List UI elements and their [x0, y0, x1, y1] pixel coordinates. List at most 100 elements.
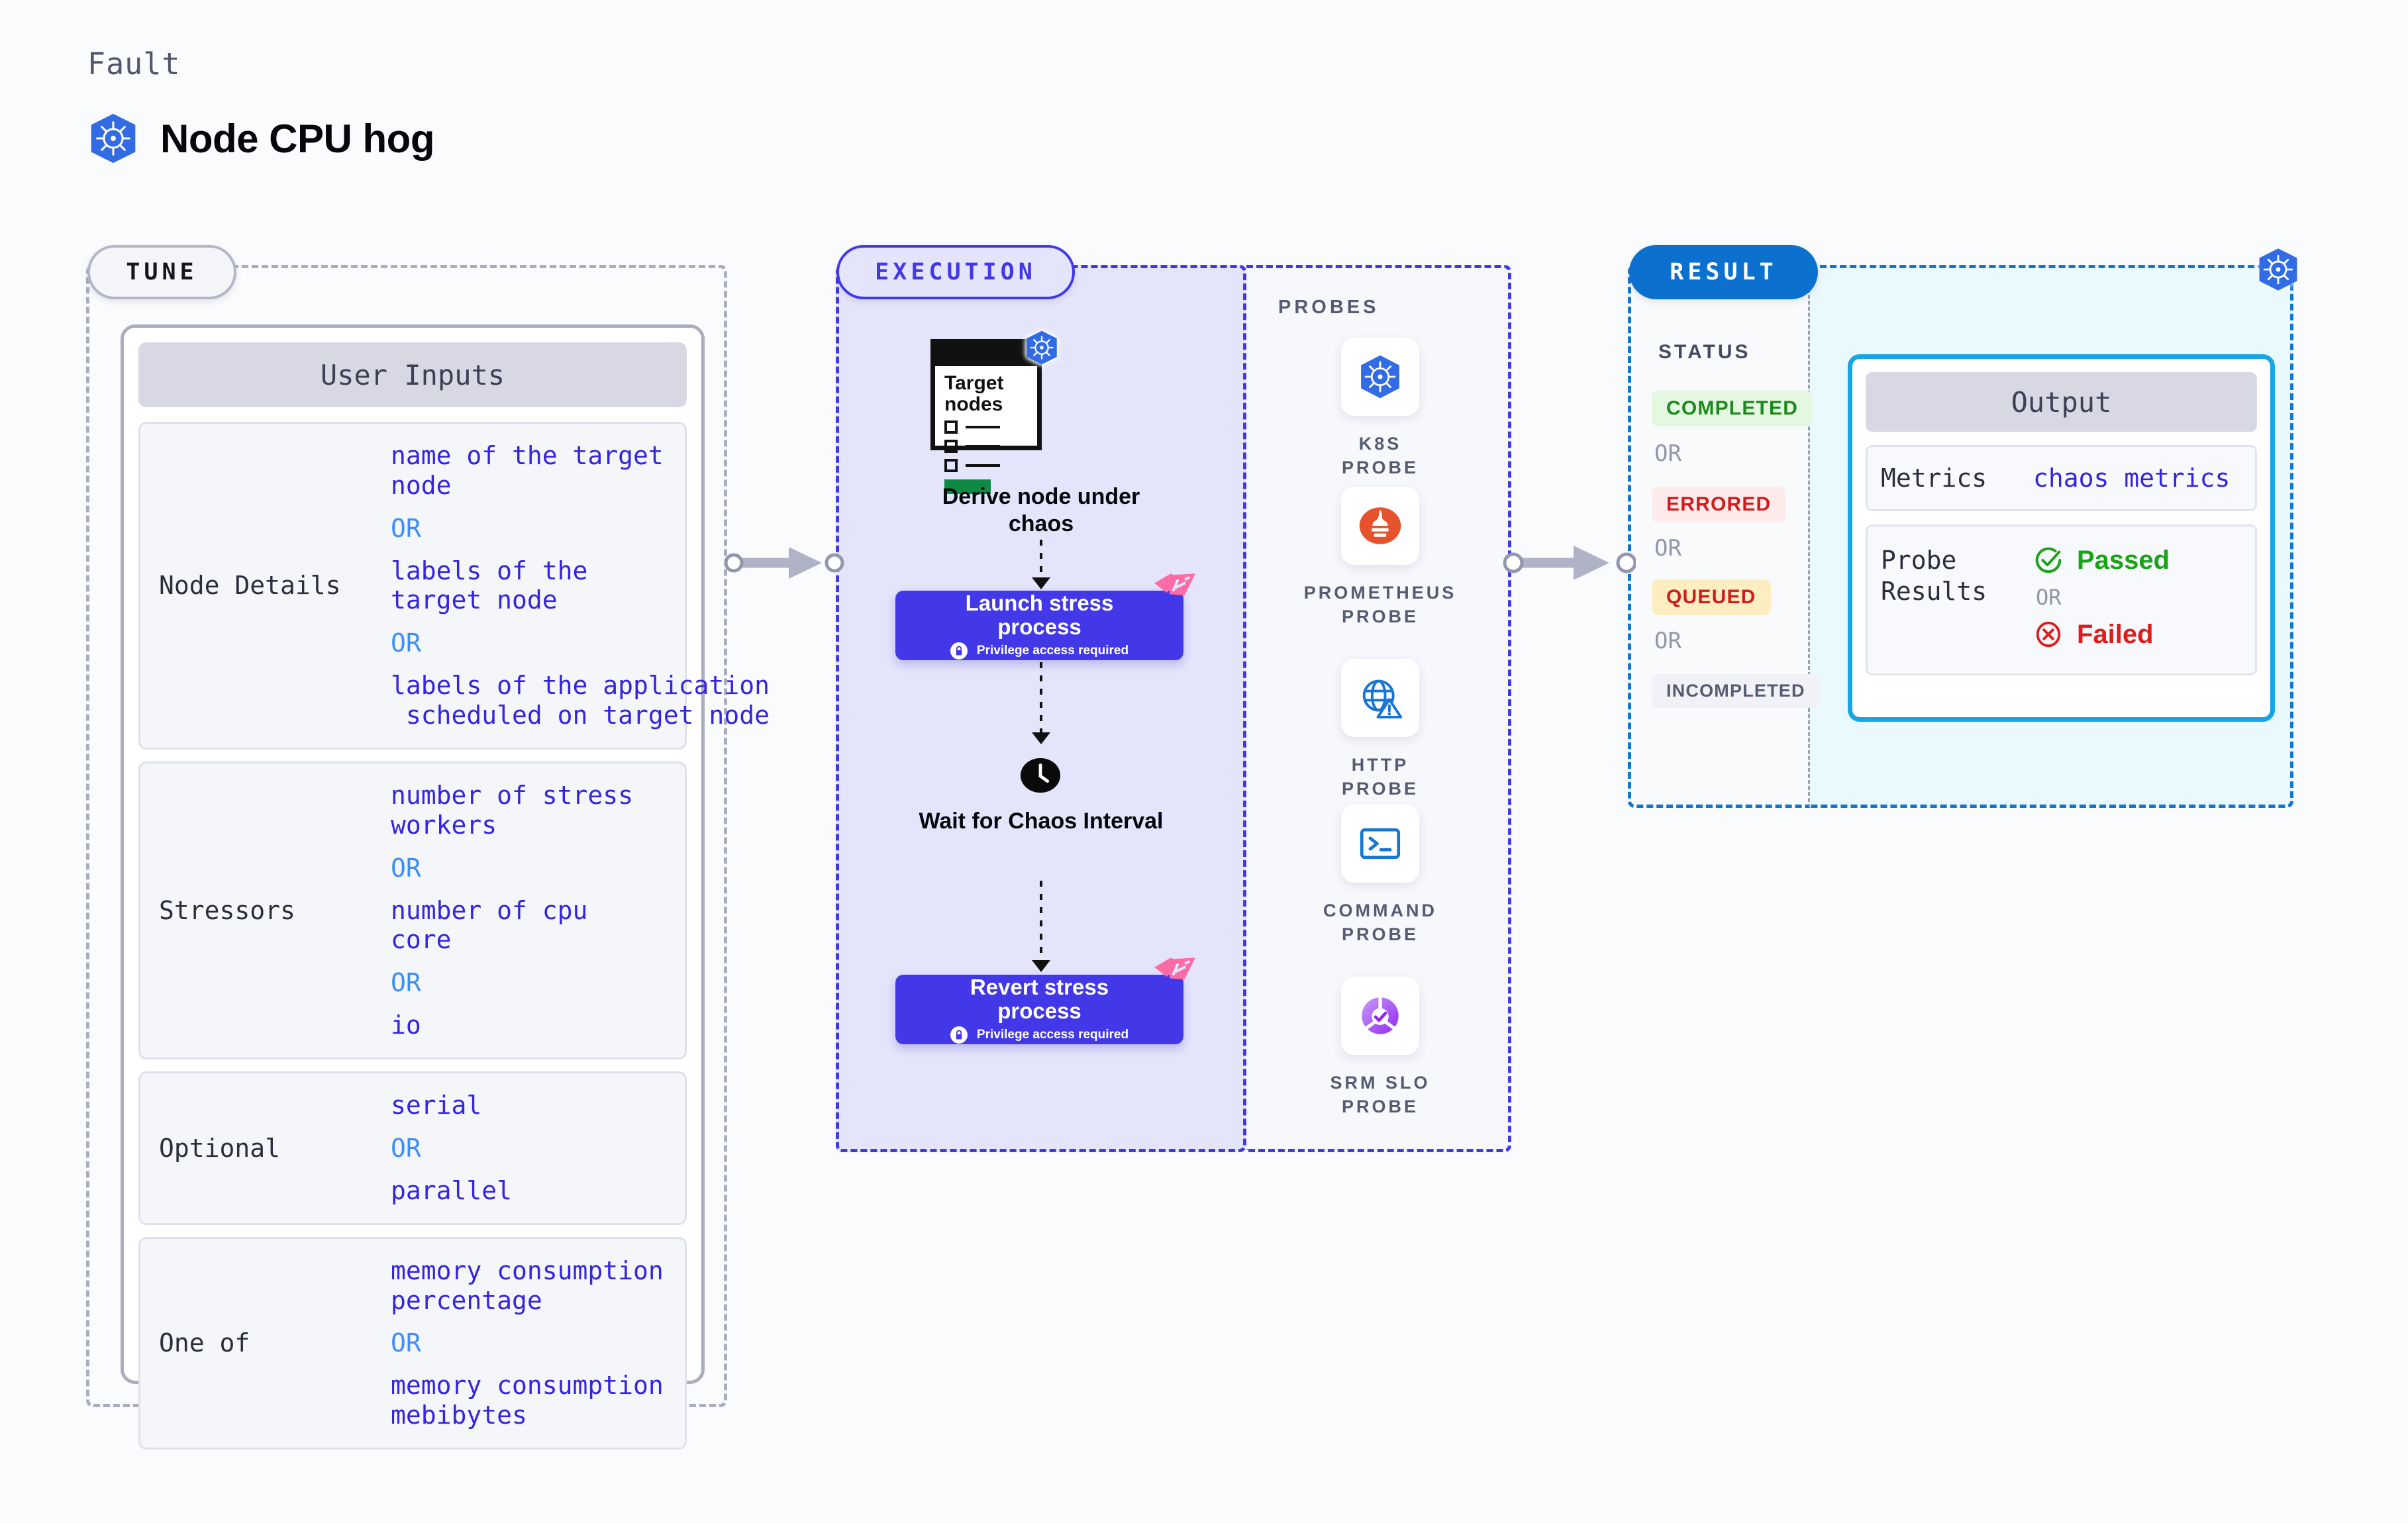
- flow-connector-line: [1040, 662, 1042, 735]
- probe-result-passed-label: Passed: [2077, 545, 2170, 575]
- asset-checklist-item: [944, 459, 1037, 472]
- or-separator: OR: [391, 853, 421, 883]
- execution-badge: EXECUTION: [836, 245, 1075, 299]
- checkbox-icon: [944, 420, 958, 434]
- status-heading: STATUS: [1658, 341, 1751, 363]
- connector-execution-to-result: [1503, 546, 1636, 580]
- kubernetes-icon: [1027, 330, 1057, 365]
- probe-label: HTTP PROBE: [1341, 755, 1419, 799]
- input-value: number of stress workers: [391, 780, 634, 840]
- output-row-label: Metrics: [1881, 464, 1987, 493]
- tune-badge: TUNE: [87, 245, 236, 299]
- input-row-values: memory consumption percentage OR memory …: [391, 1256, 664, 1430]
- input-row-stressors: Stressors number of stress workers OR nu…: [138, 761, 687, 1060]
- output-metrics-value: chaos metrics: [2033, 464, 2231, 493]
- probe-result-failed: Failed: [2033, 619, 2170, 650]
- checkbox-icon: [944, 440, 958, 453]
- privilege-note-text: Privilege access required: [976, 644, 1129, 658]
- probe-label: PROMETHEUS PROBE: [1303, 583, 1457, 627]
- probe-item-k8s[interactable]: K8S PROBE: [1318, 338, 1442, 480]
- or-separator: OR: [391, 513, 421, 543]
- step-title: Launch stress process: [965, 590, 1114, 639]
- target-nodes-asset: Target nodes: [930, 339, 1042, 494]
- check-circle-icon: [2035, 548, 2062, 573]
- output-row-label: Probe Results: [1881, 546, 1987, 606]
- step-privilege-note: Privilege access required: [950, 1026, 1129, 1044]
- kubernetes-icon: [91, 113, 136, 164]
- input-value: parallel: [391, 1175, 513, 1205]
- probe-tile: [1341, 659, 1419, 737]
- asset-heading: Target nodes: [944, 372, 1004, 415]
- probe-tile: [1341, 338, 1419, 416]
- probe-item-http[interactable]: HTTP PROBE: [1318, 659, 1442, 801]
- or-separator: OR: [2036, 585, 2062, 611]
- status-badge-errored: ERRORED: [1652, 487, 1786, 522]
- output-card: Output Metrics chaos metrics Probe Resul…: [1848, 354, 2275, 722]
- placeholder-line: [966, 426, 1000, 428]
- probe-item-command[interactable]: COMMAND PROBE: [1318, 805, 1442, 947]
- or-separator: OR: [391, 1133, 421, 1163]
- page-eyebrow: Fault: [87, 46, 181, 81]
- harness-logo-icon: [1154, 573, 1195, 596]
- input-row-values: number of stress workers OR number of cp…: [391, 781, 633, 1040]
- or-separator: OR: [391, 1328, 421, 1358]
- flow-connector-line: [1040, 881, 1042, 963]
- placeholder-line: [966, 464, 1000, 467]
- status-badge-incompleted: INCOMPLETED: [1652, 674, 1820, 708]
- result-badge: RESULT: [1629, 245, 1818, 299]
- flow-connector-line: [1040, 540, 1042, 581]
- input-row-one-of: One of memory consumption percentage OR …: [138, 1236, 687, 1450]
- input-value: serial: [391, 1091, 482, 1120]
- input-value: io: [391, 1010, 421, 1040]
- probe-tile: [1341, 977, 1419, 1055]
- privilege-note-text: Privilege access required: [976, 1028, 1129, 1042]
- probe-label: SRM SLO PROBE: [1330, 1073, 1430, 1117]
- probe-result-passed: Passed: [2033, 545, 2170, 575]
- clock-icon: [1020, 758, 1061, 793]
- asset-body: Target nodes: [935, 366, 1037, 494]
- or-separator: OR: [1654, 628, 1681, 654]
- flow-arrowhead-icon: [1032, 732, 1050, 744]
- status-section-outline: [1628, 265, 1810, 808]
- output-row-metrics: Metrics chaos metrics: [1866, 445, 2257, 512]
- flow-arrowhead-icon: [1032, 577, 1050, 589]
- kubernetes-icon: [1361, 355, 1399, 399]
- step-caption-wait: Wait for Chaos Interval: [919, 809, 1164, 834]
- input-value: memory consumption percentage: [391, 1255, 664, 1315]
- input-row-optional: Optional serial OR parallel: [138, 1071, 687, 1225]
- lock-icon: [950, 642, 968, 660]
- or-separator: OR: [1654, 440, 1681, 467]
- terminal-icon: [1360, 828, 1401, 860]
- step-title: Revert stress process: [970, 974, 1109, 1023]
- probe-tile: [1341, 805, 1419, 883]
- input-row-values: serial OR parallel: [391, 1091, 512, 1206]
- step-launch-stress-process[interactable]: Launch stress process Privilege access r…: [895, 573, 1195, 660]
- user-inputs-title: User Inputs: [138, 342, 687, 407]
- connector-tune-to-execution: [725, 547, 844, 579]
- user-inputs-rows: Node Details name of the target node OR …: [138, 422, 770, 1450]
- asset-checklist-item: [944, 420, 1037, 434]
- input-row-label: Optional: [159, 1133, 281, 1163]
- input-value: name of the target node: [391, 441, 664, 500]
- harness-logo-icon: [1154, 958, 1195, 980]
- probe-label: COMMAND PROBE: [1323, 901, 1437, 945]
- input-row-label: Stressors: [159, 896, 295, 926]
- input-value: labels of the application scheduled on t…: [391, 671, 770, 730]
- input-value: number of cpu core: [391, 895, 588, 955]
- probe-item-srm-slo[interactable]: SRM SLO PROBE: [1318, 977, 1442, 1119]
- probe-tile: [1341, 487, 1419, 565]
- page-title: Node CPU hog: [160, 116, 434, 161]
- probe-item-prometheus[interactable]: PROMETHEUS PROBE: [1304, 487, 1454, 629]
- step-revert-stress-process[interactable]: Revert stress process Privilege access r…: [895, 958, 1195, 1044]
- or-separator: OR: [391, 968, 421, 998]
- step-privilege-note: Privilege access required: [950, 642, 1129, 660]
- flow-arrowhead-icon: [1032, 960, 1050, 972]
- user-inputs-card: User Inputs Node Details name of the tar…: [121, 324, 770, 1450]
- x-circle-icon: [2036, 622, 2061, 648]
- or-separator: OR: [391, 628, 421, 658]
- asset-progress-bar: [944, 479, 991, 494]
- output-title: Output: [1866, 372, 2257, 432]
- input-value: memory consumption mebibytes: [391, 1371, 664, 1430]
- prometheus-icon: [1359, 507, 1401, 544]
